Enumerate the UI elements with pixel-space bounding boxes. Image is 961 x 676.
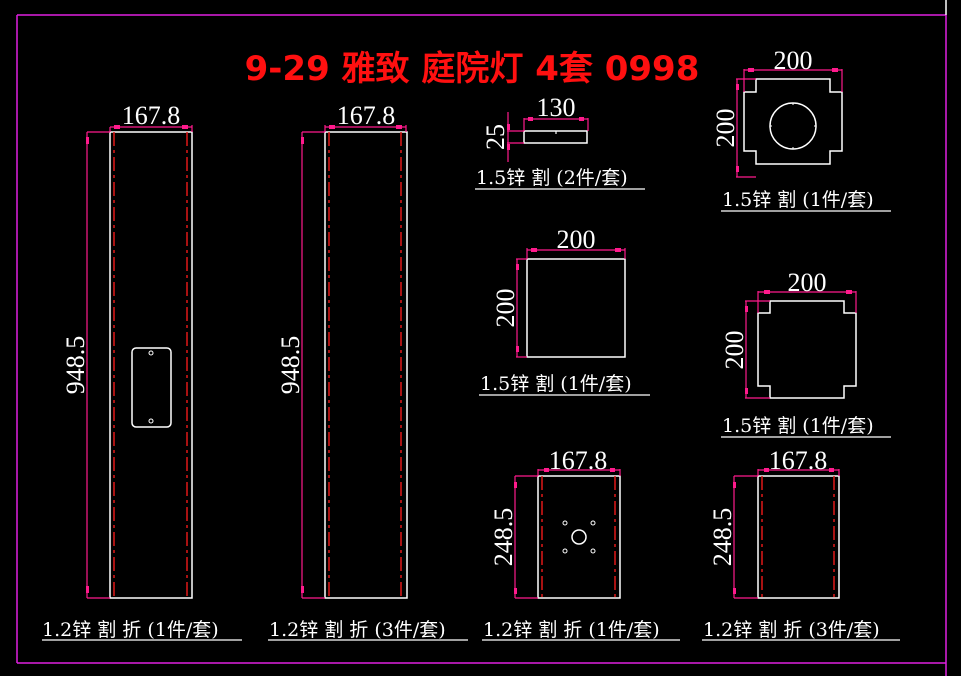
center-hole	[571, 529, 587, 545]
plate-outline	[757, 300, 857, 399]
part-notched-plate-with-hole[interactable]: 200 200 1.5锌 割 (1件/套)	[711, 46, 891, 212]
part-label: 1.5锌 割 (1件/套)	[722, 189, 874, 211]
height-value: 200	[491, 289, 520, 328]
dimension-arrow	[507, 124, 510, 130]
part-label: 1.5锌 割 (2件/套)	[476, 167, 628, 189]
dimension-arrow	[516, 346, 519, 352]
dimension-arrow	[745, 306, 748, 312]
center-hole	[769, 102, 817, 150]
mount-hole	[562, 520, 568, 526]
width-value: 130	[537, 93, 576, 122]
width-value: 167.8	[337, 101, 396, 130]
dimension-arrow	[610, 468, 615, 472]
height-value: 248.5	[708, 508, 737, 567]
dimension-arrow	[114, 125, 120, 129]
dimension-arrow	[514, 482, 517, 488]
dimension-arrow	[329, 125, 335, 129]
panel-outline	[537, 475, 621, 599]
dimension-arrow	[301, 137, 304, 144]
part-short-panel-with-holes[interactable]: 167.8 248.5 1.2锌 割 折 (1件/套)	[482, 446, 680, 641]
dimension-arrow	[829, 468, 834, 472]
dimension-arrow	[733, 588, 736, 594]
part-notched-plate[interactable]: 200 200 1.5锌 割 (1件/套)	[720, 268, 891, 438]
width-value: 167.8	[769, 446, 828, 475]
dimension-arrow	[846, 290, 852, 294]
panel-outline	[324, 131, 408, 599]
panel-outline	[109, 131, 193, 599]
part-tall-panel-with-door[interactable]: 167.8 948.5 1.2锌 割 折 (1件/套)	[42, 101, 242, 641]
width-value: 200	[788, 268, 827, 297]
dimension-arrow	[745, 388, 748, 394]
height-value: 25	[481, 124, 510, 150]
height-value: 948.5	[276, 336, 305, 395]
width-value: 167.8	[549, 446, 608, 475]
dimension-arrow	[733, 482, 736, 488]
part-strip[interactable]: 130 25 1.5锌 割 (2件/套)	[475, 93, 645, 190]
dimension-arrow	[748, 68, 754, 72]
screw-hole	[148, 418, 154, 424]
height-value: 948.5	[61, 336, 90, 395]
dimension-arrow	[615, 248, 621, 252]
dimension-arrow	[764, 290, 770, 294]
plate-outline	[526, 258, 626, 358]
dimension-arrow	[86, 586, 89, 593]
dimension-arrow	[507, 144, 510, 150]
part-tall-panel-plain[interactable]: 167.8 948.5 1.2锌 割 折 (3件/套)	[268, 101, 468, 641]
door-opening	[131, 347, 172, 428]
part-label: 1.2锌 割 折 (3件/套)	[269, 619, 446, 641]
dimension-arrow	[182, 125, 188, 129]
dimension-arrow	[832, 68, 838, 72]
dimension-arrow	[764, 468, 769, 472]
mount-hole	[590, 520, 596, 526]
dimension-arrow	[531, 248, 537, 252]
dimension-arrow	[514, 588, 517, 594]
screw-hole	[148, 350, 154, 356]
dimension-arrow	[516, 264, 519, 270]
part-label: 1.2锌 割 折 (3件/套)	[703, 619, 880, 641]
part-label: 1.5锌 割 (1件/套)	[722, 415, 874, 437]
dimension-arrow	[736, 84, 739, 90]
dimension-arrow	[86, 137, 89, 144]
mount-hole	[590, 548, 596, 554]
drawing-title: 9-29 雅致 庭院灯 4套 0998	[245, 49, 700, 89]
part-label: 1.2锌 割 折 (1件/套)	[483, 619, 660, 641]
part-label: 1.2锌 割 折 (1件/套)	[42, 619, 219, 641]
height-value: 200	[720, 331, 749, 370]
dimension-arrow	[528, 117, 533, 121]
plate-outline	[743, 78, 843, 165]
height-value: 200	[711, 109, 740, 148]
width-value: 167.8	[122, 101, 181, 130]
part-short-panel-plain[interactable]: 167.8 248.5 1.2锌 割 折 (3件/套)	[702, 446, 900, 641]
height-value: 248.5	[489, 508, 518, 567]
width-value: 200	[774, 46, 813, 75]
dimension-arrow	[579, 117, 584, 121]
panel-outline	[757, 475, 840, 599]
width-value: 200	[557, 225, 596, 254]
mount-hole	[562, 548, 568, 554]
part-label: 1.5锌 割 (1件/套)	[480, 373, 632, 395]
dimension-arrow	[736, 166, 739, 172]
part-square-plate[interactable]: 200 200 1.5锌 割 (1件/套)	[479, 225, 650, 396]
dimension-arrow	[301, 586, 304, 593]
dimension-arrow	[544, 468, 549, 472]
dimension-arrow	[396, 125, 402, 129]
